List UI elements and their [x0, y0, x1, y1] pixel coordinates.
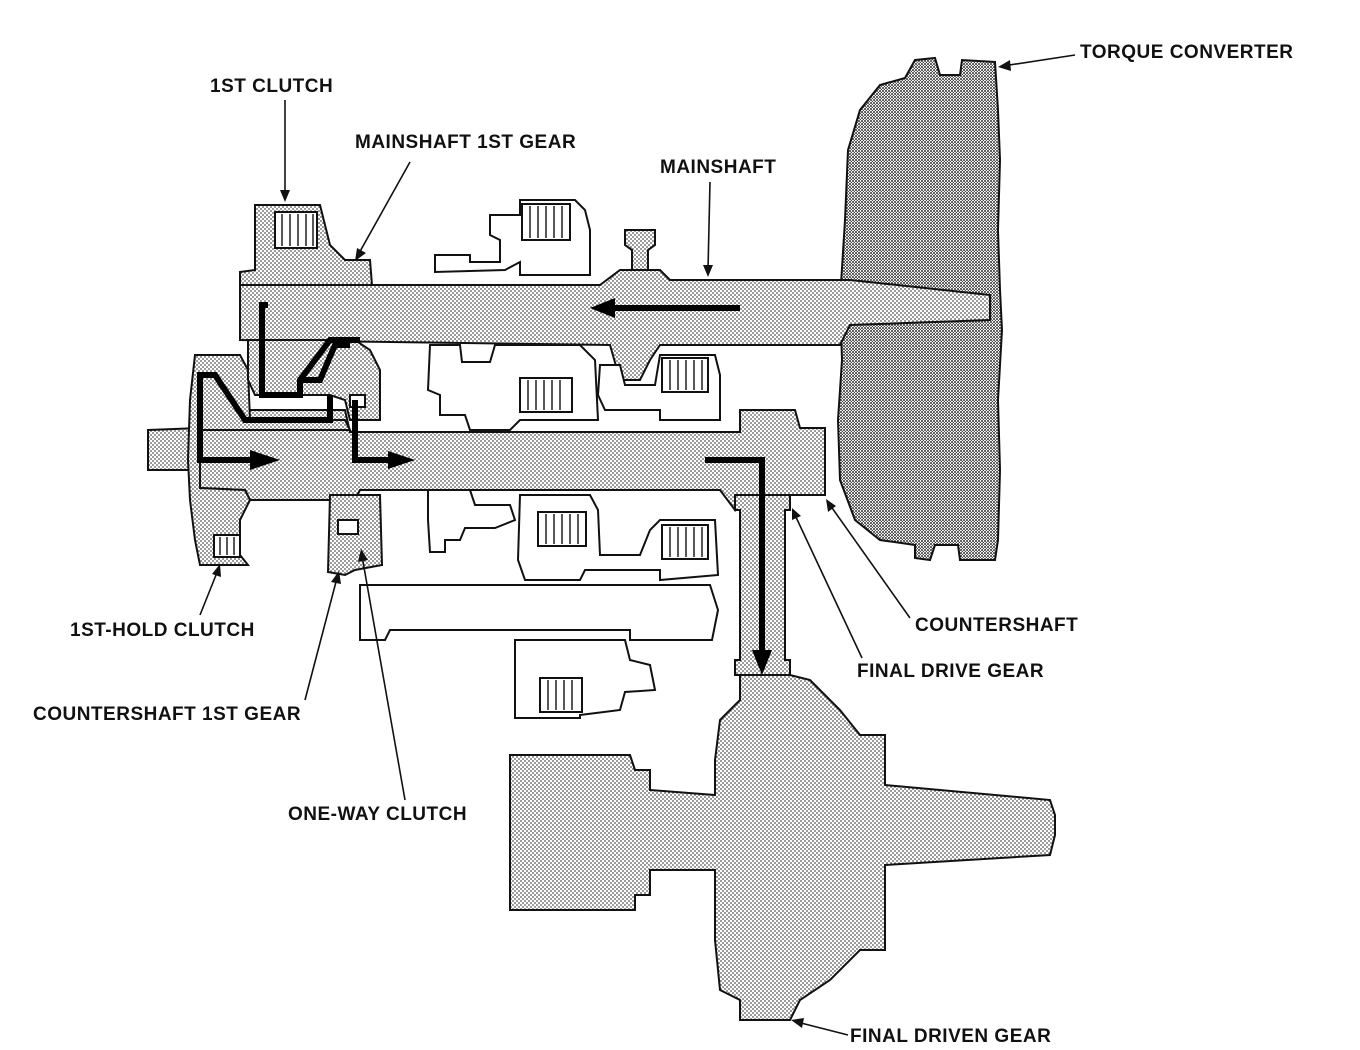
mainshaft-gear-discs	[521, 203, 571, 241]
mainshaft-spacer	[624, 229, 656, 271]
secondary-shaft-gear	[514, 639, 657, 719]
differential-assembly	[509, 674, 1056, 1021]
secondary-shaft	[359, 584, 720, 641]
label-final-driven-gear: FINAL DRIVEN GEAR	[850, 1026, 1052, 1047]
countershaft-gear-discs-b	[661, 357, 709, 393]
power-flow-path	[197, 298, 772, 675]
label-mainshaft-first-gear: MAINSHAFT 1ST GEAR	[355, 132, 577, 153]
countershaft-lower-discs-a	[537, 511, 587, 547]
countershaft-gear-lower-a	[427, 489, 517, 553]
countershaft-lower-discs-b	[661, 524, 709, 560]
label-countershaft-first-gear: COUNTERSHAFT 1ST GEAR	[33, 704, 302, 725]
leader-lines	[199, 54, 1076, 1036]
label-mainshaft: MAINSHAFT	[660, 157, 777, 178]
countershaft-gear-discs-a	[519, 377, 573, 413]
label-first-hold-clutch: 1ST-HOLD CLUTCH	[70, 620, 255, 641]
secondary-shaft-discs	[539, 677, 583, 713]
one-way-clutch-body	[337, 519, 359, 535]
first-clutch-discs	[274, 211, 318, 249]
label-final-drive-gear: FINAL DRIVE GEAR	[857, 661, 1045, 682]
first-hold-clutch-discs	[213, 534, 241, 558]
label-torque-converter: TORQUE CONVERTER	[1080, 42, 1294, 63]
label-first-clutch: 1ST CLUTCH	[210, 76, 334, 97]
label-one-way-clutch: ONE-WAY CLUTCH	[288, 804, 468, 825]
label-countershaft: COUNTERSHAFT	[915, 615, 1079, 636]
